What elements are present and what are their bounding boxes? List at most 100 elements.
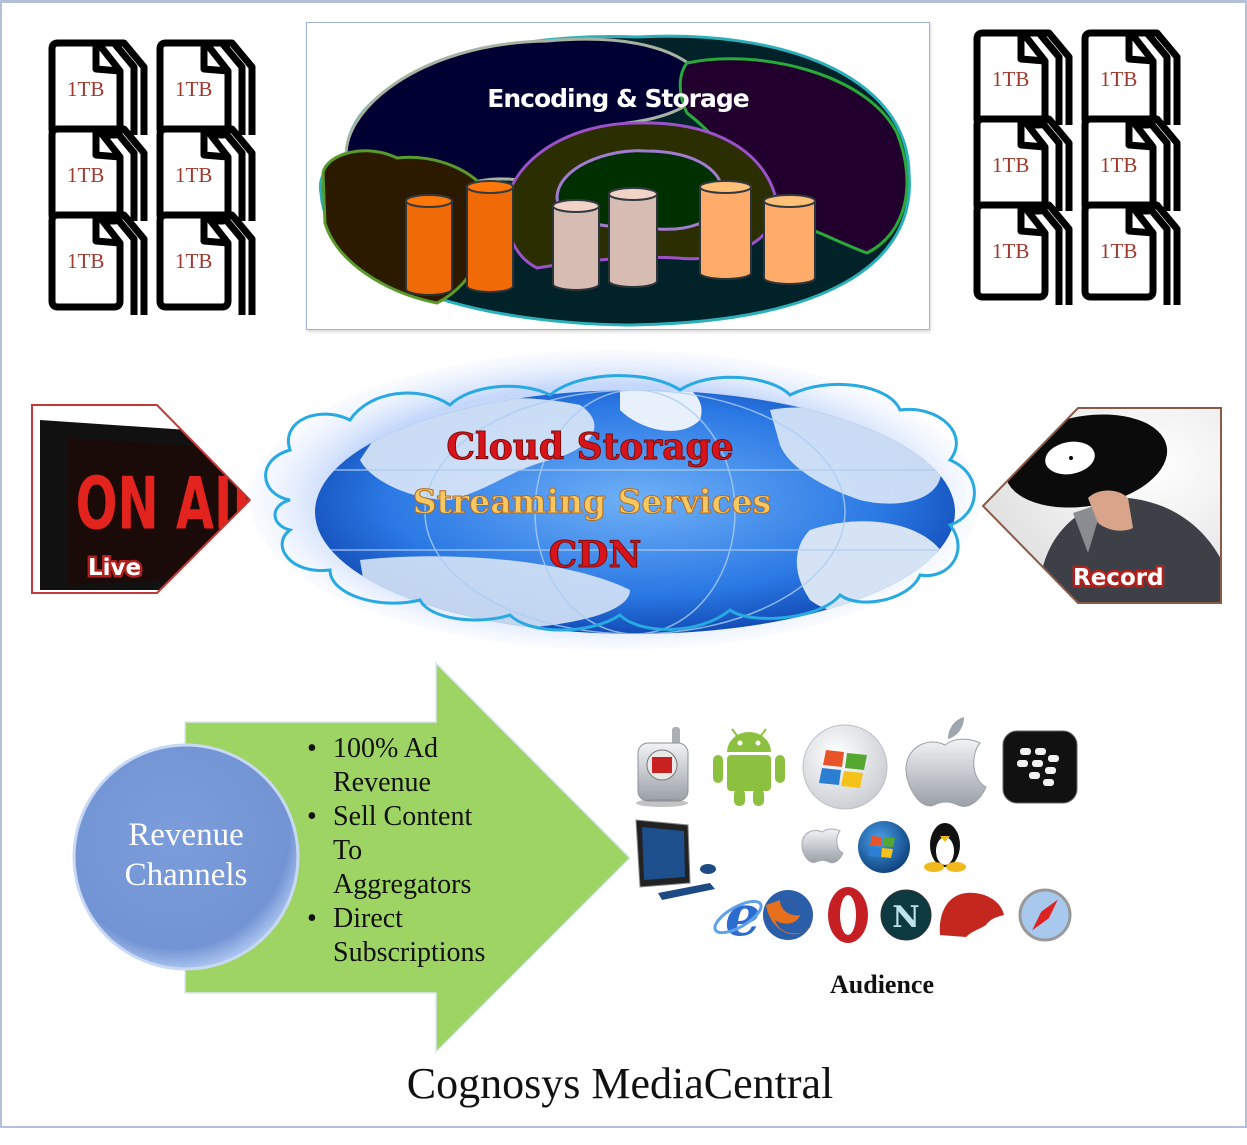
file-icon: 1TB: [1081, 115, 1181, 215]
audience-label: Audience: [830, 970, 934, 999]
live-label: Live: [88, 555, 141, 581]
file-icon: 1TB: [156, 211, 256, 315]
record-source-tag: Record: [981, 407, 1222, 604]
revenue-circle: [72, 743, 300, 971]
file-fold: [1017, 33, 1046, 65]
capacity-label: 1TB: [67, 249, 104, 273]
file-fold: [1125, 205, 1154, 237]
capacity-label: 1TB: [175, 249, 212, 273]
cloud-globe: Cloud Storage Streaming Services CDN: [250, 350, 980, 650]
revenue-circle-shape: [72, 743, 300, 971]
capacity-label: 1TB: [992, 239, 1029, 263]
windows-vista-icon: [858, 821, 910, 873]
file-fold: [200, 215, 229, 247]
file-icon: 1TB: [48, 39, 148, 139]
mozilla-icon: [939, 892, 1004, 937]
file-icon: 1TB: [973, 201, 1073, 305]
linux-tux-icon: [924, 823, 966, 872]
file-icon: 1TB: [973, 29, 1073, 129]
svg-text:e: e: [725, 883, 761, 945]
file-fold: [1017, 205, 1046, 237]
storage-stack-left: 1TB 1TB 1TB 1TB 1TB 1TB: [48, 39, 256, 315]
svg-text:N: N: [892, 900, 919, 935]
capacity-label: 1TB: [175, 77, 212, 101]
capacity-label: 1TB: [67, 77, 104, 101]
netscape-icon: N: [880, 889, 932, 941]
encoding-storage-panel: Encoding & Storage: [306, 22, 930, 330]
firefox-icon: [763, 890, 813, 940]
revenue-item-subscriptions: Direct Subscriptions: [305, 902, 535, 970]
audience-icons: e N: [635, 717, 1078, 945]
revenue-item-text: Aggregators: [333, 869, 472, 900]
file-icon: 1TB: [1081, 29, 1181, 129]
cloud-line-streaming: Streaming Services: [413, 482, 771, 521]
file-icon: 1TB: [156, 39, 256, 139]
flip-phone-icon: [636, 727, 689, 807]
apple-os-icon: [801, 828, 844, 864]
file-fold: [1125, 33, 1154, 65]
file-body: [973, 201, 1049, 301]
cloud-outline: [264, 374, 976, 632]
file-icon: 1TB: [48, 125, 148, 225]
diagram-title: Cognosys MediaCentral: [406, 1059, 834, 1108]
file-icon: 1TB: [48, 211, 148, 315]
revenue-item-text: Sell Content: [333, 801, 473, 832]
revenue-item-text: 100% Ad: [333, 733, 438, 764]
capacity-label: 1TB: [992, 67, 1029, 91]
windows-orb-icon: [802, 724, 888, 810]
safari-icon: [1018, 888, 1072, 942]
android-icon: [713, 728, 785, 806]
file-icon: 1TB: [1081, 201, 1181, 305]
blackberry-icon: [1002, 730, 1078, 804]
storage-cylinder: [466, 180, 514, 293]
file-fold: [200, 43, 229, 75]
revenue-item-text: Revenue: [333, 767, 431, 798]
internet-explorer-icon: e: [713, 883, 763, 945]
brain-lobe-right: [678, 57, 909, 255]
apple-icon: [905, 717, 987, 807]
revenue-item-ad: 100% Ad Revenue: [305, 732, 535, 800]
storage-cylinder: [763, 194, 816, 285]
revenue-item-text: To: [333, 835, 363, 866]
file-fold: [1125, 119, 1154, 151]
file-body: [1081, 201, 1157, 301]
file-body: [48, 211, 124, 311]
revenue-item-text: Subscriptions: [333, 937, 486, 968]
encoding-storage-title: Encoding & Storage: [487, 84, 748, 113]
record-label: Record: [1073, 565, 1164, 591]
file-fold: [92, 215, 121, 247]
capacity-label: 1TB: [1100, 153, 1137, 177]
revenue-heading-line2: Channels: [124, 857, 248, 893]
capacity-label: 1TB: [175, 163, 212, 187]
opera-icon: [828, 887, 868, 943]
revenue-heading-line1: Revenue: [128, 817, 244, 853]
capacity-label: 1TB: [1100, 239, 1137, 263]
record-tag-border: [981, 407, 1222, 604]
on-air-sign-text: ON AIR: [76, 461, 260, 546]
file-fold: [1017, 119, 1046, 151]
revenue-item-aggregators: Sell Content To Aggregators: [305, 800, 535, 902]
capacity-label: 1TB: [1100, 67, 1137, 91]
file-icon: 1TB: [973, 115, 1073, 215]
storage-stack-right: 1TB 1TB 1TB 1TB 1TB 1TB: [973, 29, 1181, 305]
file-icon: 1TB: [156, 125, 256, 225]
storage-cylinder: [699, 180, 752, 280]
capacity-label: 1TB: [992, 153, 1029, 177]
storage-cylinder: [552, 199, 600, 291]
live-tag-border: [31, 404, 252, 594]
vinyl-hole: [1069, 456, 1073, 460]
file-fold: [92, 129, 121, 161]
cloud-line-storage: Cloud Storage: [446, 426, 733, 468]
hand: [1088, 490, 1133, 531]
globe-continents: [315, 390, 955, 634]
storage-cylinder: [405, 194, 453, 296]
desktop-computer-icon: [635, 819, 716, 900]
file-body: [156, 211, 232, 311]
file-fold: [92, 43, 121, 75]
file-fold: [200, 129, 229, 161]
storage-cylinder: [608, 187, 658, 288]
capacity-label: 1TB: [67, 163, 104, 187]
live-source-tag: ON AIR Live: [31, 404, 260, 594]
revenue-list: 100% Ad Revenue Sell Content To Aggregat…: [305, 732, 535, 970]
encoding-brain-graphic: Encoding & Storage: [318, 34, 911, 327]
